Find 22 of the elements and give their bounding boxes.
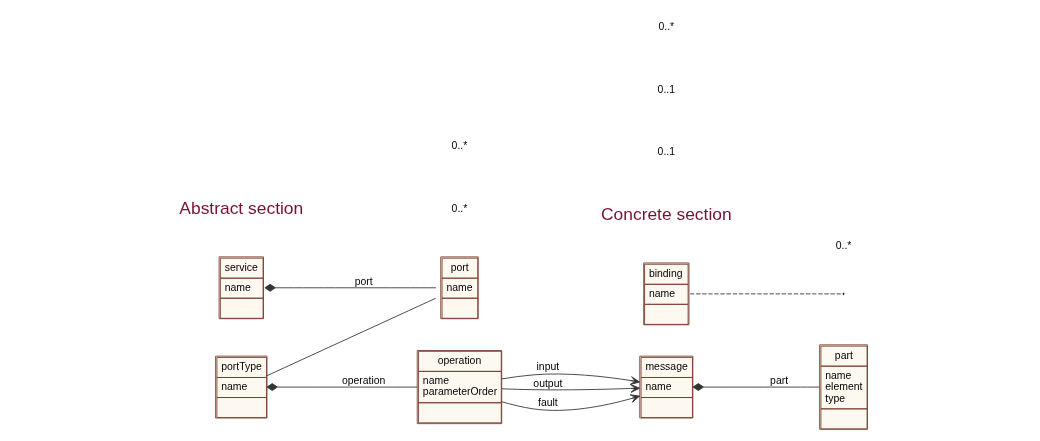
label: 0..* (451, 140, 468, 152)
connector (692, 383, 820, 391)
label: 0..* (451, 203, 468, 215)
label: 0..1 (657, 146, 676, 158)
label: 0..* (835, 239, 852, 251)
edge-label: part (770, 375, 789, 387)
label: 0..1 (657, 83, 676, 95)
connector (266, 297, 437, 377)
label: 0..* (658, 21, 675, 33)
arrow (501, 384, 640, 393)
edge-label: operation (341, 375, 386, 387)
arrow (501, 394, 641, 411)
connector (266, 383, 418, 391)
connector (689, 293, 844, 295)
connector (264, 283, 437, 292)
edge-label: fault (538, 396, 558, 408)
edge-label: port (354, 275, 373, 287)
label: Concrete section (601, 203, 732, 224)
edge-label: input (536, 361, 560, 373)
arrow (501, 373, 641, 385)
label: Abstract section (179, 197, 304, 218)
edge-label: output (533, 377, 563, 389)
